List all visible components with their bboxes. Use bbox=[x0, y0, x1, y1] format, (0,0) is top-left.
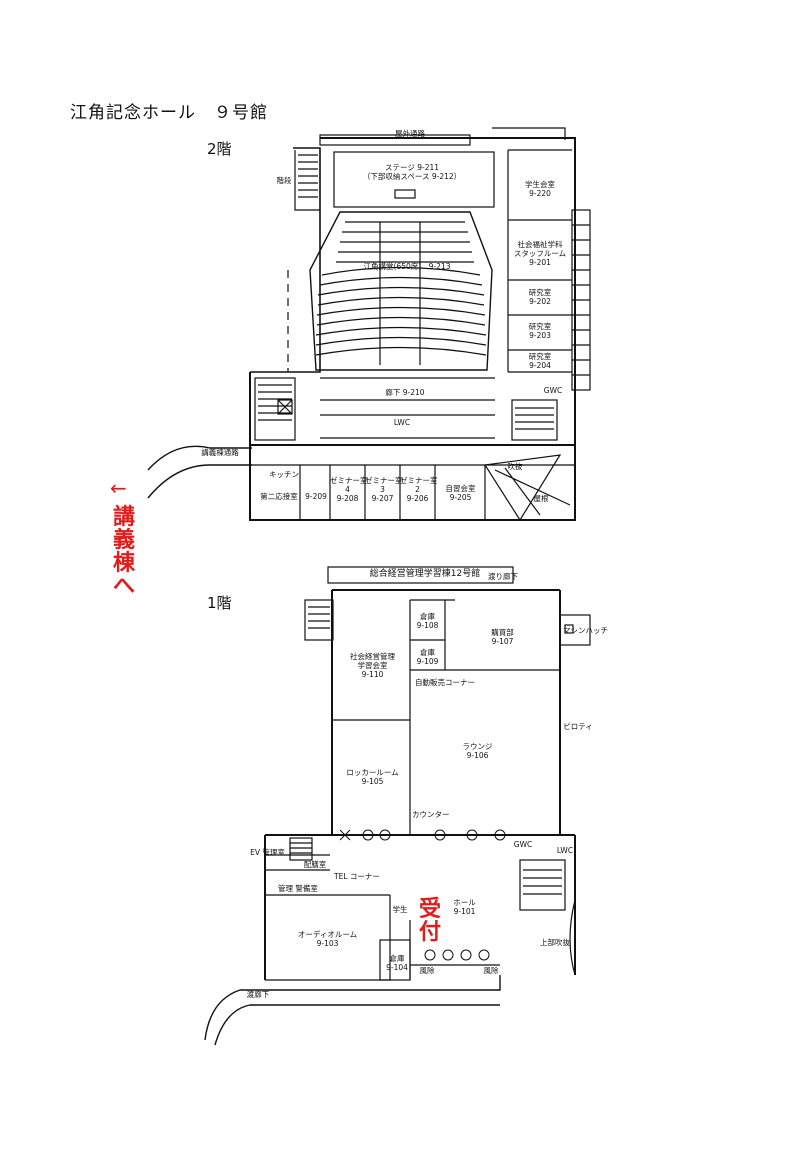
reception-label: 受付 bbox=[418, 897, 441, 945]
room-second-reception: 第二応接室 bbox=[260, 492, 298, 501]
roof: 屋根 bbox=[533, 494, 549, 503]
lwc-1f: LWC bbox=[556, 846, 574, 855]
tel-corner: TEL コーナー bbox=[334, 872, 380, 881]
floor-2-plan bbox=[147, 127, 591, 522]
counter-1f: カウンター bbox=[412, 810, 450, 819]
ev-room: EV 管理室 bbox=[250, 848, 285, 857]
security-room: 管理 警備室 bbox=[278, 884, 318, 893]
windbreak-b: 風除 bbox=[483, 966, 499, 975]
machine-hatch: マシンハッチ bbox=[563, 626, 608, 635]
floor-1-plan bbox=[204, 566, 591, 1046]
piloti: ピロティ bbox=[563, 722, 593, 731]
page-title: 江角記念ホール ９号館 bbox=[70, 103, 268, 123]
student-office: 学生 bbox=[392, 905, 408, 914]
pantry: 配膳室 bbox=[303, 860, 327, 869]
room-hall-9-213: 江角講堂(650席) 9-213 bbox=[363, 262, 451, 271]
vending-corner: 自動販売コーナー bbox=[415, 678, 475, 687]
atrium-2f: 吹抜 bbox=[507, 462, 523, 471]
lwc-2f: LWC bbox=[393, 418, 411, 427]
stair-2f: 階段 bbox=[276, 176, 292, 185]
connecting-corridor: 講義棟通路 bbox=[201, 448, 239, 457]
to-lecture-arrow-icon: ← bbox=[110, 476, 127, 500]
windbreak-a: 風除 bbox=[419, 966, 435, 975]
upper-atrium-1f: 上部吹抜 bbox=[540, 938, 570, 947]
room-stage-9-211: ステージ 9-211 （下部収納スペース 9-212） bbox=[362, 163, 462, 181]
outer-corridor: 屋外通路 bbox=[395, 129, 425, 138]
corridor-9-210: 廊下 9-210 bbox=[385, 388, 425, 397]
room-9-209: 9-209 bbox=[305, 492, 327, 501]
to-lecture-building-label: 講義棟へ bbox=[112, 505, 135, 599]
floor-2-label: 2階 bbox=[207, 140, 232, 158]
top-corridor-1f: 渡り廊下 bbox=[488, 572, 518, 581]
walkway-1f: 渡廊下 bbox=[246, 990, 270, 999]
floor-1-label: 1階 bbox=[207, 594, 232, 612]
building-12-banner: 総合経営管理学習棟12号館 bbox=[369, 569, 481, 579]
gwc-1f: GWC bbox=[513, 840, 533, 849]
gwc-2f: GWC bbox=[543, 386, 563, 395]
kitchenette: キッチン bbox=[269, 470, 299, 479]
